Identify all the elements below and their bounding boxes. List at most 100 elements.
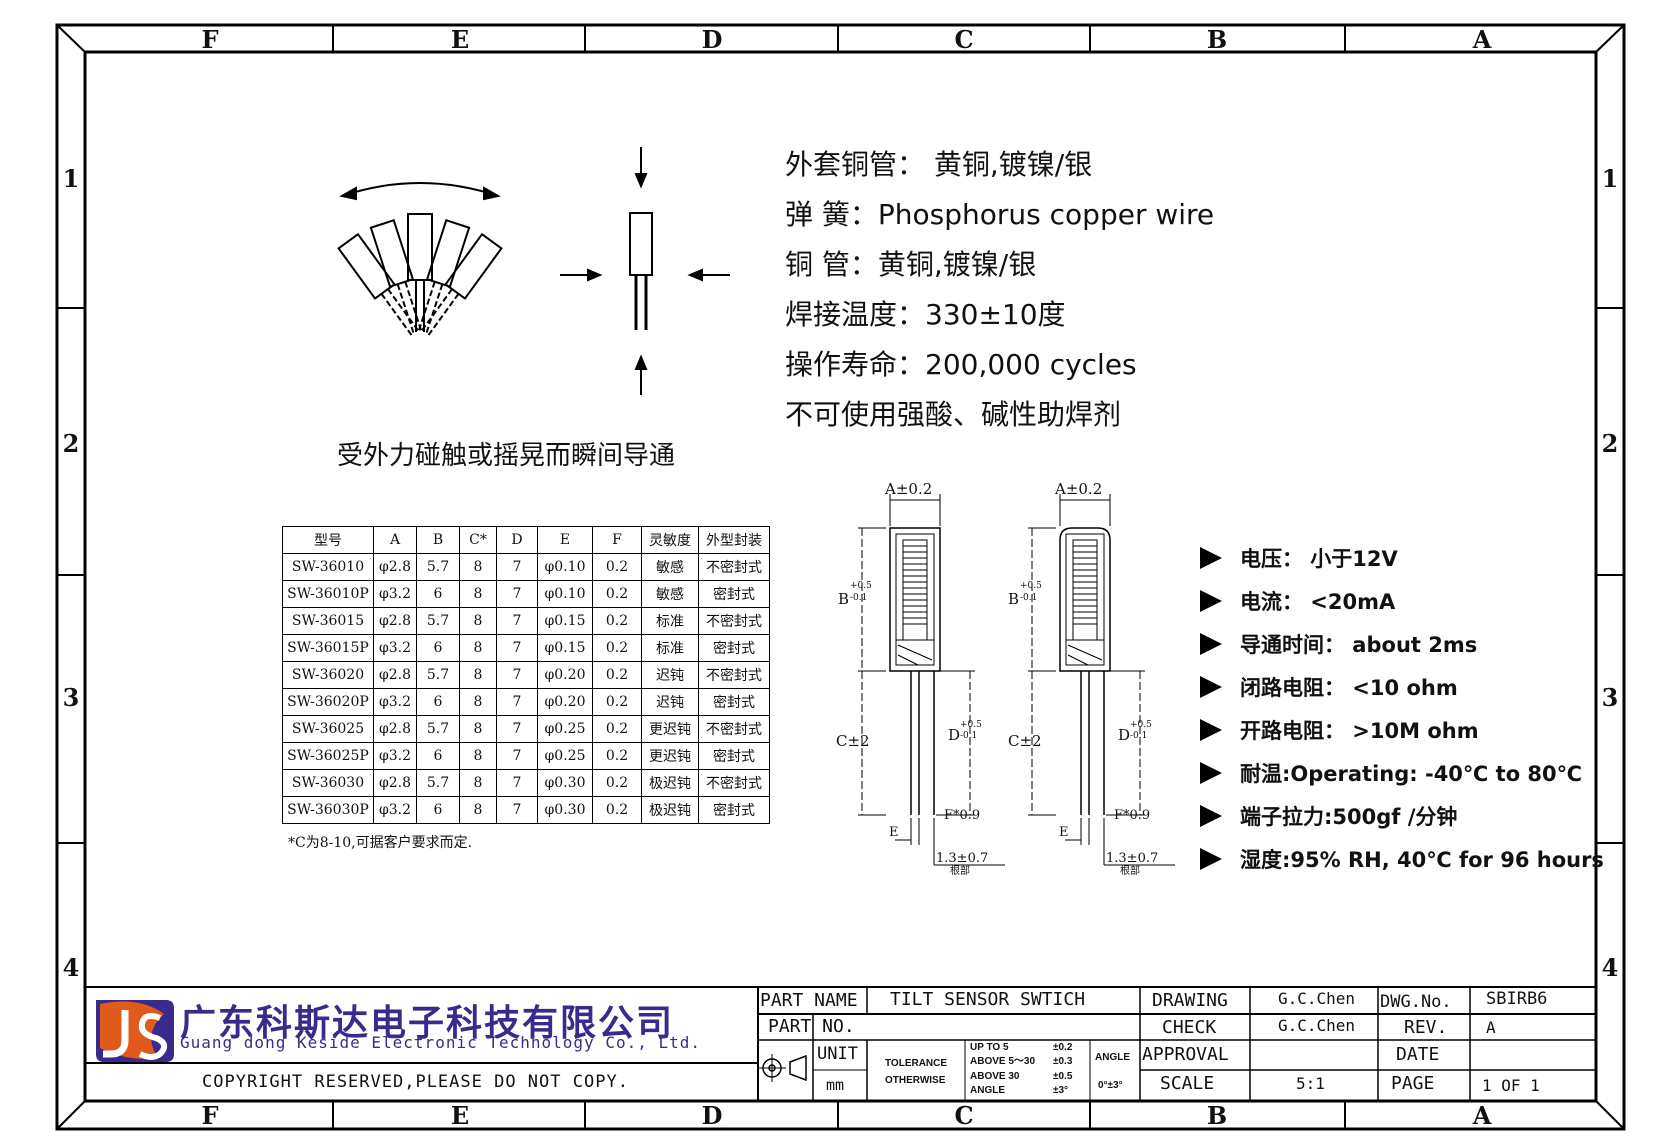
table-cell: φ0.10 [537,580,593,608]
feature-text: 端子拉力:500gf /分钟 [1240,805,1458,829]
zone-col-b-bottom: B [1206,1101,1228,1130]
spec-outer-tube: 外套铜管： 黄铜,镀镍/银 [785,148,1093,181]
dim-d-tol-dn-open: -0.1 [960,731,978,741]
table-cell: 5.7 [416,715,460,743]
table-cell: 7 [496,796,538,824]
table-cell: 7 [496,688,538,716]
table-cell: 7 [496,715,538,743]
table-cell: 8 [459,796,497,824]
table-cell: φ2.8 [373,769,417,797]
table-cell: 迟钝 [641,688,699,716]
table-cell: 0.2 [592,553,642,581]
table-note: *C为8-10,可据客户要求而定. [288,835,473,851]
feature-temperature: 耐温:Operating: -40℃ to 80℃ [1200,758,1582,788]
table-cell: 不密封式 [698,607,770,635]
table-cell: 0.2 [592,742,642,770]
table-cell: φ0.25 [537,715,593,743]
table-cell: 8 [459,742,497,770]
table-cell: φ0.15 [537,634,593,662]
dim-b-tol-up-open: +0.5 [850,581,872,591]
page-value: 1 OF 1 [1482,1076,1540,1095]
table-cell: φ0.30 [537,769,593,797]
zone-col-c-bottom: C [954,1101,974,1130]
table-cell: 标准 [641,634,699,662]
tol-value: ±0.2 [1053,1042,1073,1053]
table-cell: 5.7 [416,769,460,797]
zone-row-1-right: 1 [1601,164,1619,193]
dim-c-sealed: C±2 [1008,732,1042,750]
feature-text: 闭路电阻： <10 ohm [1240,676,1458,700]
table-cell: 标准 [641,607,699,635]
table-header: 灵敏度 [641,526,699,554]
dimension-drawing-sealed [1028,494,1175,866]
unit-label: UNIT [817,1044,858,1064]
company-name-cn: 广东科斯达电子科技有限公司 [180,1003,675,1044]
dim-d-sealed: D [1118,726,1131,744]
bullet-triangle-icon [1200,719,1222,741]
dim-d-tol-up-sealed: +0.5 [1130,720,1152,730]
table-cell: φ0.10 [537,553,593,581]
table-cell: 6 [416,742,460,770]
table-cell: 7 [496,553,538,581]
table-cell: 0.2 [592,796,642,824]
table-cell: 5.7 [416,553,460,581]
table-header-row: 型号 A B C* D E F 灵敏度 外型封装 [282,526,770,554]
bullet-triangle-icon [1200,547,1222,569]
table-cell: SW-36015P [282,634,374,662]
table-cell: 0.2 [592,769,642,797]
table-cell: 7 [496,634,538,662]
bullet-triangle-icon [1200,590,1222,612]
zone-row-3-right: 3 [1601,683,1619,712]
table-cell: φ2.8 [373,607,417,635]
drawing-label: DRAWING [1152,990,1228,1011]
table-cell: 密封式 [698,796,770,824]
zone-row-2-left: 2 [62,429,80,458]
table-cell: 不密封式 [698,769,770,797]
zone-row-1-left: 1 [62,164,80,193]
spec-life: 操作寿命：200,000 cycles [785,348,1137,381]
zone-col-f-bottom: F [201,1101,219,1130]
spec-solder-temp: 焊接温度：330±10度 [785,298,1066,331]
table-cell: φ0.20 [537,661,593,689]
title-block-grid [85,986,1596,1101]
scale-value: 5:1 [1296,1074,1325,1093]
date-label: DATE [1396,1044,1440,1065]
approval-label: APPROVAL [1142,1044,1229,1065]
zone-col-f-top: F [201,25,219,54]
feature-text: 电流： <20mA [1240,590,1396,614]
table-cell: 6 [416,634,460,662]
table-cell: 0.2 [592,607,642,635]
drawing-value: G.C.Chen [1278,989,1356,1008]
table-cell: 8 [459,715,497,743]
table-cell: 0.2 [592,688,642,716]
table-cell: 8 [459,661,497,689]
tol-value: ±0.5 [1053,1071,1073,1082]
dim-a-open: A±0.2 [885,480,933,498]
dim-root-sealed: 1.3±0.7 [1106,851,1159,866]
table-cell: 密封式 [698,580,770,608]
table-cell: 8 [459,688,497,716]
table-cell: φ2.8 [373,715,417,743]
bullet-triangle-icon [1200,805,1222,827]
table-cell: 8 [459,553,497,581]
bullet-triangle-icon [1200,676,1222,698]
table-cell: 5.7 [416,661,460,689]
part-name-label: PART NAME [760,990,858,1011]
zone-col-d-bottom: D [701,1101,723,1130]
table-header: 外型封装 [698,526,770,554]
tol-value: ±3° [1053,1085,1069,1096]
dim-b-sealed: B [1008,590,1020,608]
table-cell: 更迟钝 [641,715,699,743]
scale-label: SCALE [1160,1073,1215,1094]
bullet-triangle-icon [1200,762,1222,784]
table-cell: φ0.20 [537,688,593,716]
zone-row-2-right: 2 [1601,429,1619,458]
tol-range: ABOVE 30 [970,1071,1020,1082]
